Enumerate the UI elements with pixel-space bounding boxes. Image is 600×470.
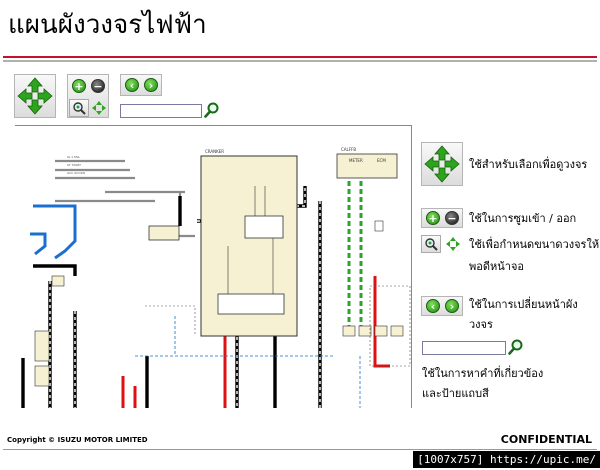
- pan-button[interactable]: [14, 74, 56, 118]
- next-page-icon: ›: [445, 299, 459, 313]
- title-divider-shadow: [3, 60, 597, 62]
- legend-fit-text-1: ใช้เพื่อกำหนดขนาดวงจรให้: [469, 238, 600, 251]
- legend-fit-text-2: พอดีหน้าจอ: [469, 260, 524, 273]
- title-divider: [3, 56, 597, 58]
- fit-arrows-icon: [443, 235, 463, 253]
- zoom-in-icon[interactable]: +: [72, 79, 86, 93]
- watermark-label: [1007x757] https://upic.me/: [413, 451, 600, 468]
- footer-divider: [3, 449, 597, 450]
- search-icon: [508, 339, 523, 355]
- zoom-out-icon[interactable]: −: [91, 79, 105, 93]
- previous-page-icon[interactable]: ‹: [125, 78, 139, 92]
- search-icon[interactable]: [204, 102, 220, 118]
- legend-zoom-group: + −: [421, 208, 463, 228]
- legend-page-nav-group: ‹ ›: [421, 296, 463, 316]
- fit-to-screen-icon[interactable]: [69, 99, 89, 117]
- page-nav-group: ‹ ›: [120, 74, 162, 96]
- diagram-label-fuse: CALFFB: [341, 147, 356, 152]
- diagram-label-meter: METER: [349, 158, 363, 163]
- confidential-label: CONFIDENTIAL: [500, 433, 592, 446]
- svg-text:ST START: ST START: [67, 163, 81, 167]
- wiring-diagram-canvas[interactable]: IG 1 FAIL ST START ACC ACCSW: [15, 125, 412, 408]
- legend-search-input: [422, 341, 506, 355]
- legend-page-text-2: วงจร: [469, 318, 493, 331]
- copyright-text: Copyright © ISUZU MOTOR LIMITED: [7, 436, 148, 444]
- next-page-icon[interactable]: ›: [144, 78, 158, 92]
- legend-search-text-1: ใช้ในการหาคำที่เกี่ยวข้อง: [422, 367, 544, 380]
- legend-search-text-2: และป้ายแถบสี: [422, 387, 489, 400]
- legend-pan-button: [421, 142, 463, 186]
- svg-text:ACC ACCSW: ACC ACCSW: [67, 171, 85, 175]
- zoom-toolbar-group: + −: [67, 74, 109, 118]
- page-title: แผนผังวงจรไฟฟ้า: [8, 10, 207, 40]
- fit-to-screen-icon: [421, 235, 441, 253]
- pan-arrows-icon: [424, 145, 460, 183]
- legend-pan-text: ใช้สำหรับเลือกเพื่อดูวงจร: [469, 158, 588, 171]
- zoom-out-icon: −: [445, 211, 459, 225]
- fit-arrows-icon[interactable]: [89, 99, 109, 117]
- wiring-diagram: IG 1 FAIL ST START ACC ACCSW: [21, 147, 411, 408]
- previous-page-icon: ‹: [426, 299, 440, 313]
- zoom-in-icon: +: [426, 211, 440, 225]
- legend-page-text-1: ใช้ในการเปลี่ยนหน้าผัง: [469, 298, 578, 311]
- diagram-label-block: CRANKER: [205, 149, 224, 154]
- svg-text:IG 1 FAIL: IG 1 FAIL: [67, 155, 80, 159]
- legend-zoom-text: ใช้ในการซูมเข้า / ออก: [469, 212, 577, 225]
- pan-arrows-icon: [17, 77, 53, 115]
- diagram-label-ecm: ECM: [377, 158, 386, 163]
- search-input[interactable]: [120, 104, 202, 118]
